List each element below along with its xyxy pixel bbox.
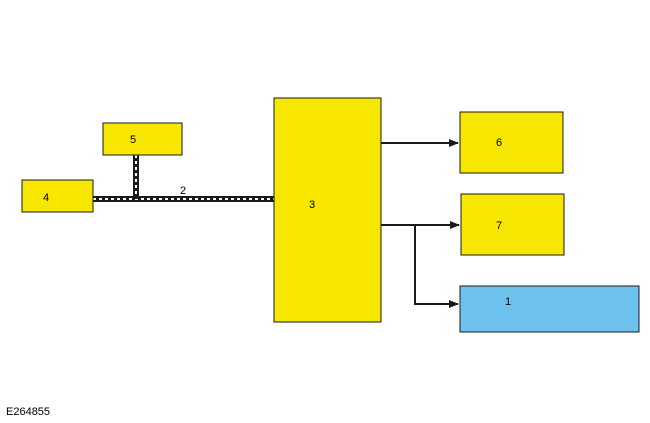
node-2-label-group: 2	[180, 185, 186, 197]
output-connections	[381, 139, 460, 308]
node-7-label: 7	[496, 220, 502, 232]
node-7-box	[460, 193, 565, 256]
node-6: 6	[459, 111, 564, 174]
figure-code: E264855	[6, 406, 51, 418]
node-5-label: 5	[130, 134, 136, 146]
node-1-box	[459, 285, 640, 333]
data-bus	[93, 155, 274, 202]
node-2-label: 2	[180, 185, 186, 197]
node-5-box	[102, 122, 183, 156]
node-7: 7	[460, 193, 565, 256]
node-3-box	[273, 97, 382, 323]
node-1-label: 1	[505, 296, 511, 308]
node-5: 5	[102, 122, 183, 156]
node-1: 1	[459, 285, 640, 333]
node-6-box	[459, 111, 564, 174]
node-4-label: 4	[43, 192, 49, 204]
node-3: 3	[273, 97, 382, 323]
node-3-label: 3	[309, 199, 315, 211]
node-4: 4	[21, 179, 94, 213]
node-4-box	[21, 179, 94, 213]
arrow-3-to-1	[414, 225, 459, 308]
node-6-label: 6	[496, 137, 502, 149]
